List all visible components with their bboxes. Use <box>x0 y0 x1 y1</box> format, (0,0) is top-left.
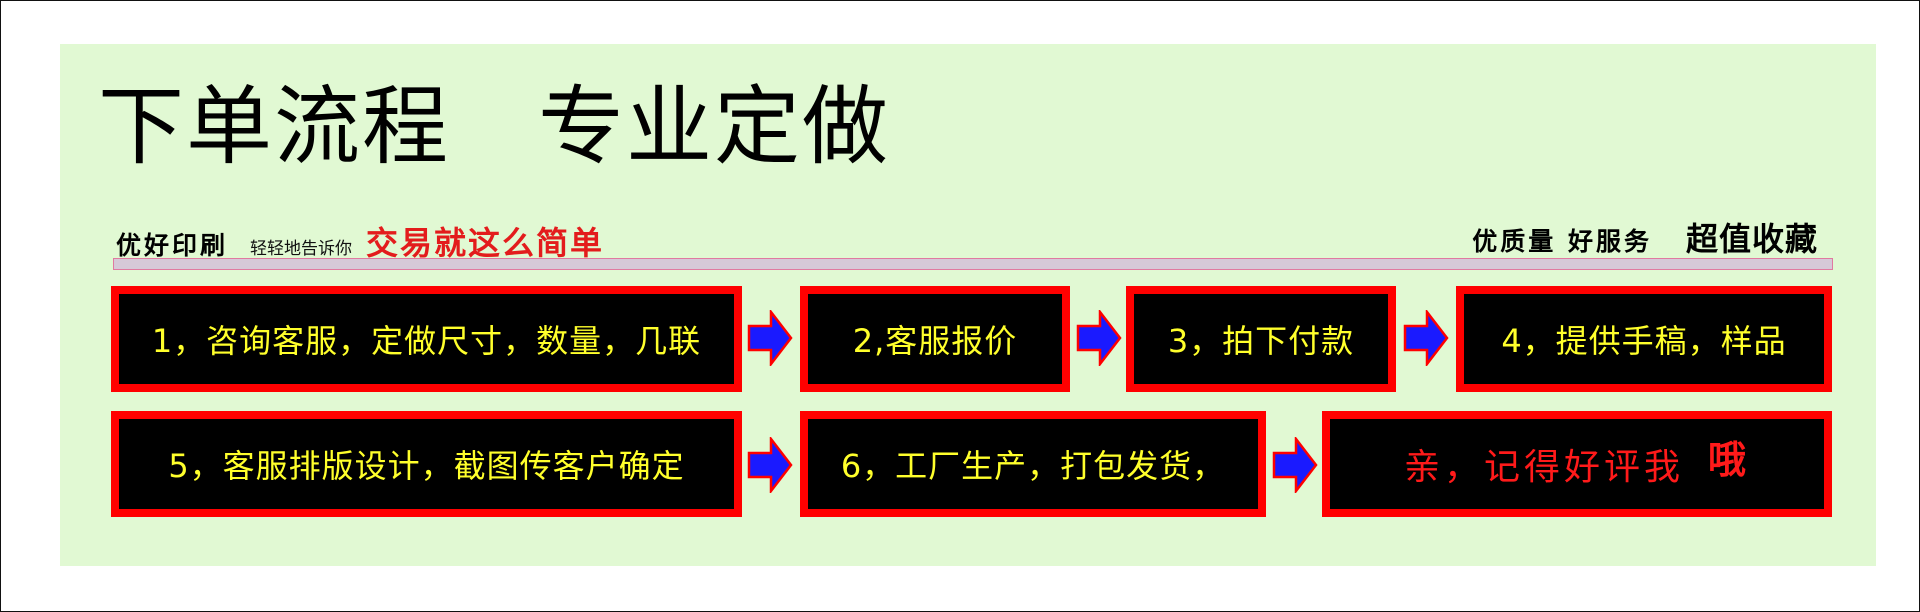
tagline-right: 优质量 好服务 超值收藏 <box>1472 214 1818 258</box>
quality-service-text: 优质量 好服务 <box>1472 227 1652 256</box>
step-5-label: 5，客服排版设计，截图传客户确定 <box>168 447 685 485</box>
right-arrow-icon <box>1076 310 1122 366</box>
step-2-label: 2,客服报价 <box>852 322 1018 360</box>
page-title: 下单流程 专业定做 <box>98 77 891 177</box>
step-3-box: 3，拍下付款 <box>1126 286 1396 392</box>
review-reminder-box: 亲，记得好评我 哦 <box>1322 411 1832 517</box>
right-arrow-icon <box>1272 437 1318 493</box>
right-arrow-icon <box>747 437 793 493</box>
step-3-label: 3，拍下付款 <box>1167 322 1355 360</box>
tagline-left: 优好印刷 轻轻地告诉你 交易就这么简单 <box>116 218 604 262</box>
review-reminder-emphasis: 哦 <box>1708 437 1751 482</box>
step-6-box: 6，工厂生产，打包发货， <box>800 411 1266 517</box>
divider-bar <box>113 258 1833 270</box>
step-2-box: 2,客服报价 <box>800 286 1070 392</box>
step-6-label: 6，工厂生产，打包发货， <box>840 447 1226 485</box>
simple-deal-text: 交易就这么简单 <box>366 224 605 262</box>
collect-text: 超值收藏 <box>1685 220 1818 258</box>
review-reminder-label: 亲，记得好评我 <box>1403 447 1684 488</box>
step-4-box: 4，提供手稿，样品 <box>1456 286 1832 392</box>
step-1-box: 1，咨询客服，定做尺寸，数量，几联 <box>111 286 742 392</box>
step-1-label: 1，咨询客服，定做尺寸，数量，几联 <box>151 322 702 360</box>
whisper-text: 轻轻地告诉你 <box>250 239 353 259</box>
right-arrow-icon <box>747 310 793 366</box>
right-arrow-icon <box>1403 310 1449 366</box>
step-5-box: 5，客服排版设计，截图传客户确定 <box>111 411 742 517</box>
brand-name: 优好印刷 <box>116 231 229 260</box>
step-4-label: 4，提供手稿，样品 <box>1501 322 1787 360</box>
